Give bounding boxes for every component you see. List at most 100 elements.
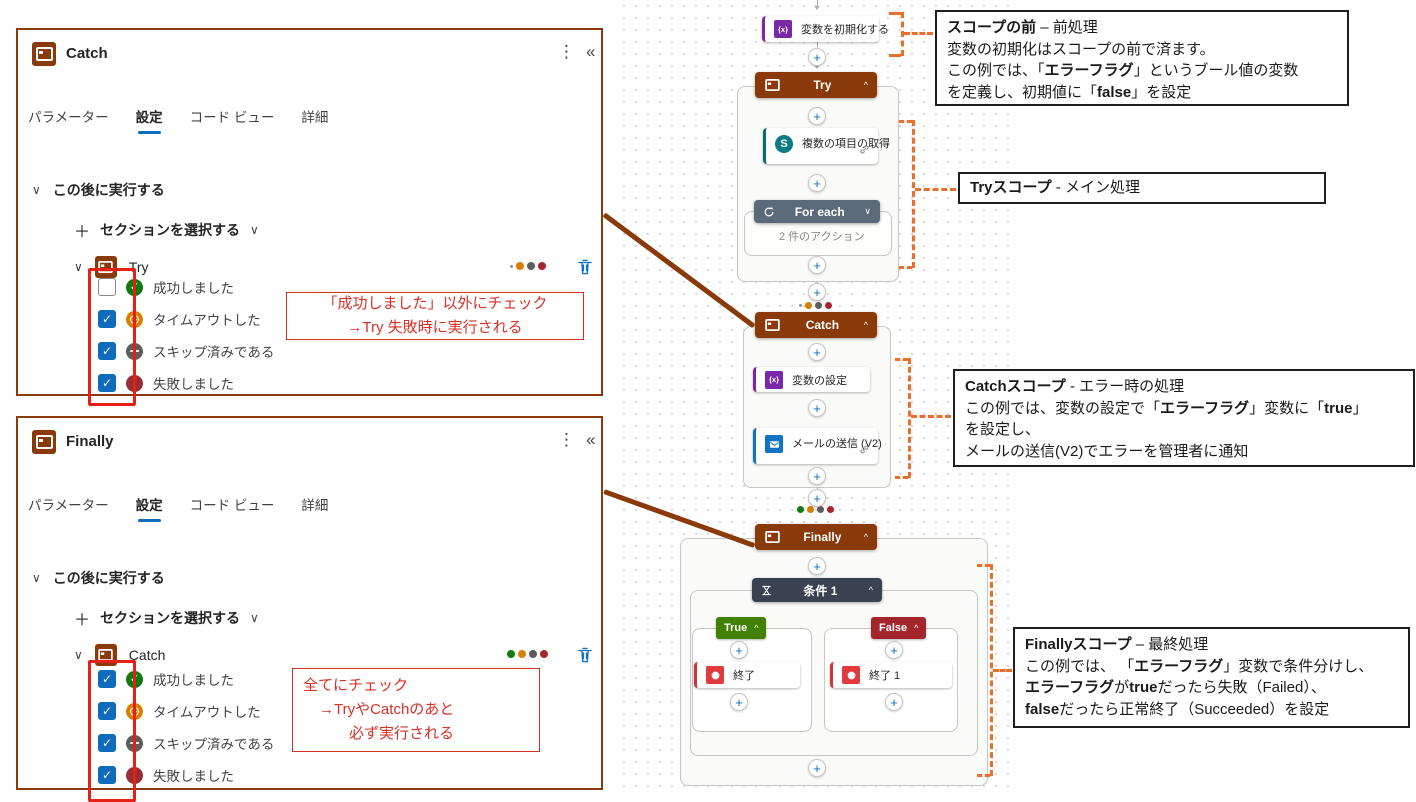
bracket-try-hook [899, 266, 912, 269]
chevron-down-icon[interactable]: ∨ [864, 206, 871, 216]
set-variable-action[interactable]: {x} 変数の設定 [753, 367, 870, 392]
tab-details[interactable]: 詳細 [301, 110, 329, 125]
add-action-button[interactable]: + [808, 174, 826, 192]
chevron-down-icon[interactable]: ∨ [32, 183, 41, 197]
status-checkbox[interactable]: ✓ [98, 278, 116, 296]
add-action-button[interactable]: + [730, 641, 748, 659]
tab-parameters[interactable]: パラメーター [28, 498, 109, 513]
get-items-action[interactable]: S 複数の項目の取得 [763, 128, 890, 164]
action-name: Catch [128, 647, 166, 663]
add-action-button[interactable]: + [808, 283, 826, 301]
add-icon: ＋ [74, 612, 91, 629]
delete-button[interactable] [576, 646, 594, 667]
chevron-down-icon[interactable]: ∨ [74, 648, 83, 662]
add-action-button[interactable]: + [885, 641, 903, 659]
status-checkbox[interactable]: ✓ [98, 374, 116, 392]
add-action-button[interactable]: + [885, 693, 903, 711]
connection-link-icon [859, 142, 870, 160]
chevron-up-icon[interactable]: ^ [863, 80, 868, 90]
tab-bar: パラメーター 設定 コード ビュー 詳細 [28, 106, 328, 134]
tab-settings[interactable]: 設定 [136, 106, 163, 134]
true-branch-header[interactable]: True ^ [716, 617, 767, 639]
annotation-finally: Finallyスコープ – 最終処理 この例では、 「エラーフラグ」変数で条件分… [1013, 627, 1410, 728]
add-action-button[interactable]: + [808, 557, 826, 575]
tab-settings[interactable]: 設定 [136, 494, 163, 522]
status-checkbox[interactable]: ✓ [98, 310, 116, 328]
chevron-up-icon[interactable]: ^ [863, 532, 868, 542]
more-options-button[interactable]: ⋮ [552, 429, 581, 451]
add-action-button[interactable]: + [808, 489, 826, 507]
finally-scope-header[interactable]: Finally ^ [755, 524, 877, 550]
bracket-finally-connector [993, 669, 1012, 672]
add-action-button[interactable]: + [808, 399, 826, 417]
tab-details[interactable]: 詳細 [301, 498, 329, 513]
scope-icon [94, 256, 117, 278]
foreach-title: For each [794, 204, 845, 219]
status-dots [510, 262, 546, 270]
status-checkbox[interactable]: ✓ [98, 766, 116, 784]
terminate-action-true[interactable]: 終了 [694, 662, 800, 688]
connector [817, 486, 818, 490]
tab-code-view[interactable]: コード ビュー [189, 498, 275, 513]
status-checkbox[interactable]: ✓ [98, 342, 116, 360]
add-action-button[interactable]: + [730, 693, 748, 711]
delete-button[interactable] [576, 258, 594, 279]
chevron-down-icon[interactable]: ∨ [32, 571, 41, 585]
bracket-init-hook [889, 54, 901, 57]
chevron-up-icon[interactable]: ^ [868, 585, 873, 595]
action-label: メールの送信 (V2) [792, 438, 882, 450]
chevron-up-icon[interactable]: ^ [863, 320, 868, 330]
add-action-button[interactable]: + [808, 343, 826, 361]
collapse-panel-button[interactable]: « [580, 41, 601, 63]
false-branch-header[interactable]: False ^ [871, 617, 927, 639]
run-after-section[interactable]: ∨ この後に実行する [32, 568, 165, 588]
collapse-panel-button[interactable]: « [580, 429, 601, 451]
status-label: 成功しました [153, 673, 234, 688]
status-checkbox[interactable]: ✓ [98, 734, 116, 752]
annotation-note: 「成功しました」以外にチェック→Try 失敗時に実行される [286, 292, 584, 340]
select-section-button[interactable]: ＋ セクションを選択する ∨ [74, 606, 259, 630]
scope-icon [32, 430, 56, 454]
run-after-section[interactable]: ∨ この後に実行する [32, 180, 165, 200]
condition-icon [761, 585, 772, 596]
add-action-button[interactable]: + [808, 256, 826, 274]
terminate-icon [706, 666, 724, 684]
tab-parameters[interactable]: パラメーター [28, 110, 109, 125]
catch-settings-panel: Catch ⋮ « パラメーター 設定 コード ビュー 詳細 ∨ この後に実行す… [16, 28, 603, 406]
try-scope-header[interactable]: Try ^ [755, 72, 877, 98]
action-label: 終了 [733, 670, 755, 682]
catch-scope-header[interactable]: Catch ^ [755, 312, 877, 338]
add-action-button[interactable]: + [808, 107, 826, 125]
true-branch-label: True [724, 622, 748, 634]
chevron-up-icon[interactable]: ^ [914, 623, 919, 633]
send-mail-action[interactable]: メールの送信 (V2) [753, 428, 882, 464]
init-variable-action[interactable]: {x} 変数を初期化する [762, 16, 889, 42]
status-row: ✓ タイムアウトした [98, 308, 261, 330]
more-options-button[interactable]: ⋮ [552, 41, 581, 63]
run-after-dots [799, 302, 832, 309]
terminate-action-false[interactable]: 終了 1 [830, 662, 952, 688]
status-checkbox[interactable]: ✓ [98, 670, 116, 688]
chevron-up-icon[interactable]: ^ [754, 623, 759, 633]
bracket-catch-hook [895, 476, 908, 479]
finally-settings-panel: Finally ⋮ « パラメーター 設定 コード ビュー 詳細 ∨ この後に実… [16, 416, 603, 802]
annotation-note: 全てにチェック→TryやCatchのあと必ず実行される [292, 668, 540, 752]
action-label: 変数の設定 [792, 374, 847, 387]
add-action-button[interactable]: + [808, 48, 826, 66]
add-action-button[interactable]: + [808, 759, 826, 777]
bracket-try-connector [915, 188, 956, 191]
select-section-button[interactable]: ＋ セクションを選択する ∨ [74, 218, 259, 242]
outlook-icon [765, 435, 783, 453]
chevron-down-icon[interactable]: ∨ [74, 260, 83, 274]
annotation-before-scope: スコープの前 – 前処理 変数の初期化はスコープの前で済ます。 この例では、「エ… [935, 10, 1349, 106]
connector [814, 65, 820, 69]
false-branch-label: False [879, 622, 908, 634]
condition-header[interactable]: 条件 1 ^ [752, 578, 882, 602]
add-action-button[interactable]: + [808, 467, 826, 485]
bracket-init-connector [904, 32, 933, 35]
bracket-finally-hook [977, 564, 990, 567]
foreach-header[interactable]: For each ∨ [754, 200, 880, 223]
tab-code-view[interactable]: コード ビュー [189, 110, 275, 125]
status-checkbox[interactable]: ✓ [98, 702, 116, 720]
